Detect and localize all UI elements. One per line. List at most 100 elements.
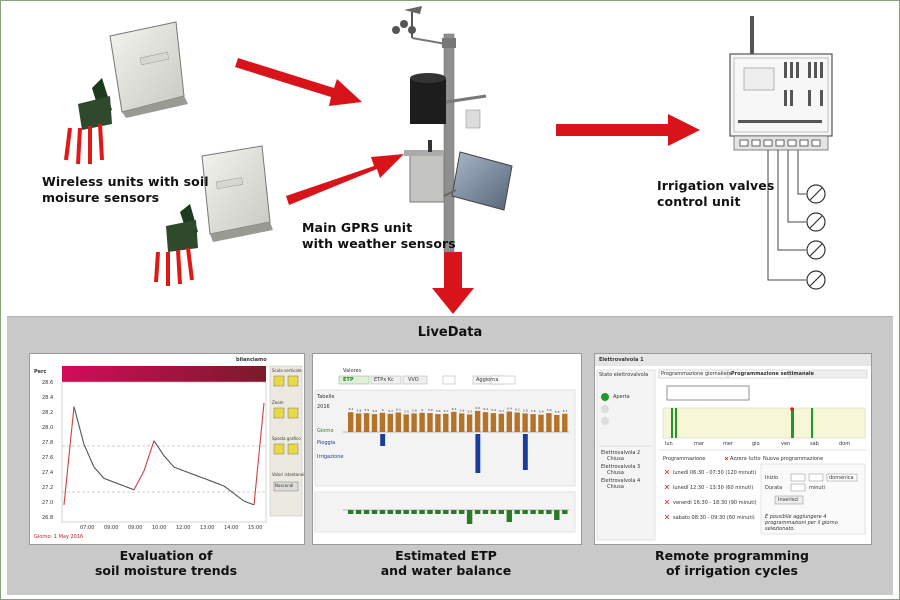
etp-value-label: 5.7 [388, 409, 393, 413]
livedata-panel: LiveData bilan [7, 316, 893, 595]
hide-button[interactable] [273, 481, 299, 492]
day-select[interactable] [826, 473, 858, 482]
insert-button[interactable] [774, 495, 804, 505]
update-button-label[interactable]: Aggiorna [476, 377, 499, 383]
program-item[interactable]: venerdì 16:30 - 18:30 (90 minuti) [673, 500, 757, 506]
moisture-chart [61, 365, 303, 523]
balance-bar [387, 510, 393, 514]
y-tick: 27.2 [42, 485, 54, 491]
chart-header-band [62, 366, 266, 382]
rain-bar [475, 434, 481, 473]
tab-weekly[interactable] [728, 369, 790, 379]
line-segment [193, 474, 205, 479]
caption-programming: Remote programming of irrigation cycles [594, 548, 870, 578]
day-label: gio [752, 441, 760, 447]
caption-line: Evaluation of [119, 548, 213, 563]
tab-etp-label[interactable]: ETP [343, 377, 354, 383]
etp-value-label: 6.6 [475, 406, 480, 410]
tab-etp[interactable] [338, 375, 370, 385]
balance-bar [355, 510, 362, 514]
caption-line: soil moisture trends [94, 563, 238, 578]
valve-name[interactable]: Elettrovalvola 4 [601, 478, 641, 484]
arrow-icon [286, 154, 404, 205]
line-segment [143, 440, 155, 472]
etp-bar [435, 414, 441, 432]
etp-bar [482, 412, 489, 432]
etp-value-label: 5.6 [436, 409, 441, 413]
line-segment [103, 477, 115, 483]
tab-vvo[interactable] [402, 375, 428, 385]
valves-label-line1: Irrigation valves [657, 178, 775, 193]
weekly-timeline [662, 407, 866, 439]
etp-value-label: 6.4 [507, 407, 512, 411]
program-item[interactable]: lunedì 12:30 - 13:30 (60 minuti) [673, 485, 754, 491]
tab-weekly-label[interactable]: Programmazione settimanale [731, 371, 815, 377]
etp-bar [459, 413, 465, 432]
day-select-value[interactable]: domenica [829, 475, 854, 481]
program-item[interactable]: sabato 08:30 - 09:30 (60 minuti) [673, 515, 755, 521]
line-segment [233, 493, 245, 502]
wireless-unit-icon [109, 21, 188, 118]
move-left-button[interactable] [273, 443, 285, 455]
etp-bar [530, 414, 536, 432]
etp-value-label: 6.1 [396, 408, 401, 412]
tab-daily-label[interactable]: Programmazione giornaliera [661, 371, 732, 377]
valve-name-field[interactable] [666, 385, 750, 401]
x-tick: 09:00 [104, 525, 119, 531]
wireless-label-line1: Wireless units with soil [42, 174, 209, 189]
year-field[interactable] [442, 375, 456, 385]
etp-value-label: 5.5 [404, 409, 409, 413]
side-label: Scala verticale [272, 368, 302, 373]
programming-screenshot[interactable]: Elettrovalvola 1 Stato elettrovalvola Ap… [594, 353, 872, 545]
insert-button-label[interactable]: Inserisci [778, 497, 799, 503]
balance-bar [403, 510, 409, 514]
tab-etpkc-label[interactable]: ETPx Kc [374, 377, 394, 383]
duration-field[interactable] [790, 483, 806, 492]
tab-vvo-label[interactable]: VVO [408, 377, 419, 383]
y-tick: 27.0 [42, 500, 54, 506]
scale-down-button[interactable] [287, 407, 299, 419]
line-segment [183, 470, 195, 476]
etp-bar [427, 413, 433, 432]
side-label: 2016 [317, 404, 330, 410]
valve-name[interactable]: Elettrovalvola 3 [601, 464, 641, 470]
system-illustration [64, 6, 833, 314]
gprs-label-line2: with weather sensors [302, 236, 456, 251]
scale-up-button[interactable] [273, 407, 285, 419]
etp-bar [395, 412, 401, 432]
y-tick: 27.4 [42, 470, 54, 476]
duration-label: Durata [765, 485, 783, 491]
state-label: Stato elettrovalvola [599, 372, 649, 378]
hide-button-label[interactable]: Nascondi [275, 483, 294, 488]
start-label: Inizio [765, 475, 779, 481]
programs-title: Programmazione [663, 456, 706, 462]
valves-unit-label: Irrigation valves control unit [657, 178, 774, 210]
etp-value-label: 6.3 [452, 407, 457, 411]
side-label: Zoom [272, 400, 284, 405]
etp-bar [363, 413, 370, 432]
livedata-title: LiveData [417, 325, 483, 340]
valve-open-indicator [601, 393, 609, 401]
y-tick: 28.4 [42, 395, 54, 401]
line-segment [213, 481, 225, 487]
balance-bar [530, 510, 536, 514]
valve-name[interactable]: Elettrovalvola 2 [601, 450, 641, 456]
start-minutes-field[interactable] [808, 473, 824, 482]
zoom-in-button[interactable] [273, 375, 285, 387]
program-item[interactable]: lunedì 06:30 - 07:30 (120 minuti) [673, 470, 757, 476]
soil-moisture-screenshot[interactable]: bilanciamo Perc 28.6 28.4 28.2 28.0 27.8… [29, 353, 305, 545]
line-segment [133, 470, 145, 491]
start-field[interactable] [790, 473, 806, 482]
day-label: sab [810, 441, 819, 447]
tab-daily[interactable] [658, 369, 728, 379]
move-right-button[interactable] [287, 443, 299, 455]
etp-bar [554, 415, 560, 432]
etp-bar [514, 412, 520, 432]
export-field[interactable] [490, 375, 516, 385]
delete-all-link[interactable]: Azzera tutto [730, 456, 761, 462]
zoom-out-button[interactable] [287, 375, 299, 387]
tab-etpkc[interactable] [370, 375, 402, 385]
etp-value-label: 5.5 [468, 409, 473, 413]
programming-ui [595, 354, 871, 541]
